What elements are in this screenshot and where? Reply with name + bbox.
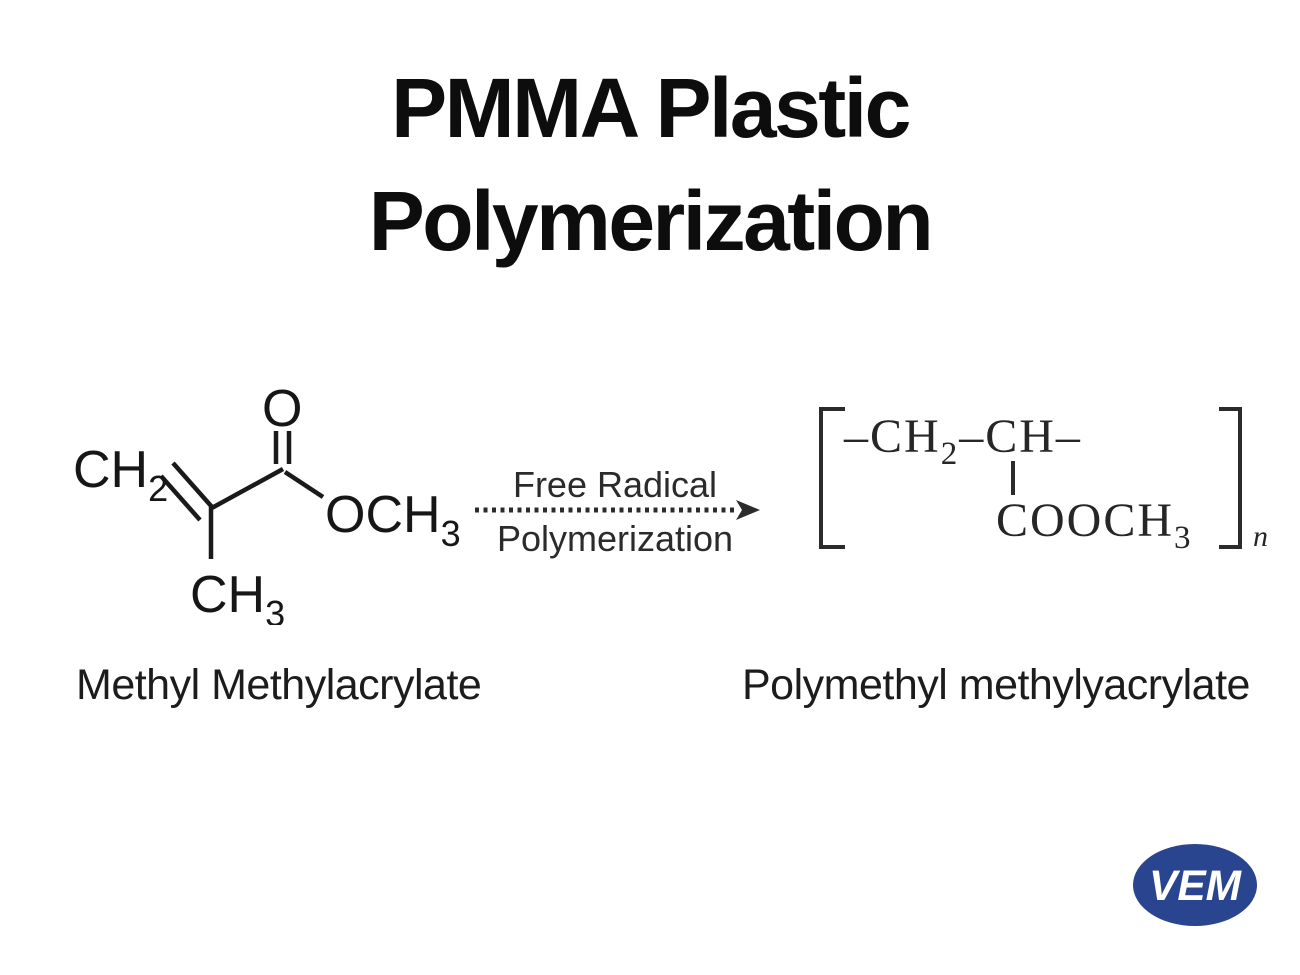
vem-logo-text: VEM — [1149, 862, 1242, 910]
reaction-label-bottom: Polymerization — [496, 518, 734, 559]
atom-label-ch3: CH3 — [190, 566, 285, 625]
bond-carbonyl-to-ester — [283, 470, 325, 499]
right-bracket — [1219, 407, 1242, 549]
page-title-line1: PMMA Plastic — [391, 61, 911, 155]
repeat-subscript-n: n — [1253, 520, 1268, 553]
atom-label-carbonyl-o: O — [262, 380, 302, 438]
vem-logo-ellipse — [1133, 844, 1257, 926]
polymer-name-label: Polymethyl methylyacrylate — [742, 661, 1250, 709]
page-title: PMMA Plastic Polymerization — [0, 52, 1300, 278]
double-bond-line-1 — [171, 461, 214, 509]
side-chain-formula: COOCH3 — [996, 494, 1193, 556]
dotted-right-arrow-icon — [475, 500, 760, 520]
backbone-formula: –CH2–CH– — [843, 410, 1082, 472]
atom-label-och3: OCH3 — [325, 486, 461, 554]
atom-label-ch2: CH2 — [73, 441, 168, 509]
page-title-line2: Polymerization — [368, 174, 934, 268]
vem-logo: VEM — [1133, 844, 1257, 926]
arrow-head — [736, 500, 760, 520]
double-bond-line-2 — [159, 474, 202, 522]
polymer-structure-diagram: –CH2–CH– COOCH3 n — [819, 407, 1268, 556]
left-bracket — [819, 407, 845, 549]
monomer-structure-diagram: CH2 O OCH3 CH3 — [73, 380, 461, 625]
reaction-label-top: Free Radical — [512, 464, 718, 505]
monomer-name-label: Methyl Methylacrylate — [76, 661, 482, 709]
bond-vertex-to-carbonyl — [208, 467, 285, 511]
